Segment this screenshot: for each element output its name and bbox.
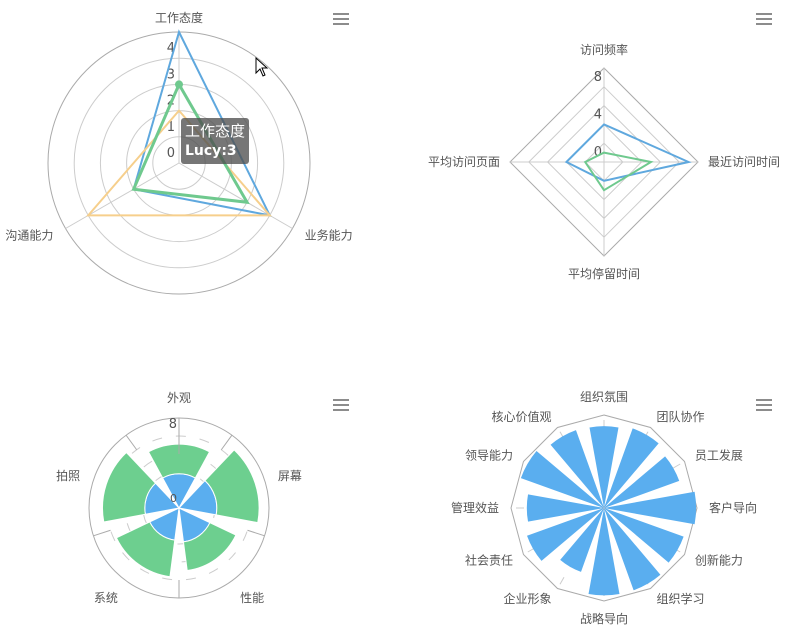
bar[interactable] <box>604 428 659 508</box>
bar-bar_green[interactable] <box>115 521 176 578</box>
category-label: 团队协作 <box>657 409 705 424</box>
mouse-cursor-icon <box>255 57 269 77</box>
tick-label: 8 <box>169 417 177 432</box>
category-label: 外观 <box>167 391 191 405</box>
tick-label: 0 <box>594 145 602 160</box>
bar-bar_green[interactable] <box>182 522 237 572</box>
bar-bar_green[interactable] <box>147 443 211 479</box>
tick-label: 0 <box>167 146 175 161</box>
bar[interactable] <box>550 430 604 508</box>
bar[interactable] <box>560 508 604 572</box>
bar-bar_green[interactable] <box>204 449 260 524</box>
indicator-label: 最近访问时间 <box>708 155 780 169</box>
tick-label: 4 <box>167 41 175 56</box>
axis-line <box>65 162 180 229</box>
category-label: 组织学习 <box>657 591 705 606</box>
tick-label: 4 <box>594 107 602 122</box>
chart4-menu-button[interactable] <box>756 399 772 412</box>
tick-label: 8 <box>594 70 602 85</box>
bar[interactable] <box>604 456 680 508</box>
category-label: 管理效益 <box>451 500 499 515</box>
axis-tick <box>125 434 138 451</box>
category-label: 性能 <box>240 591 264 605</box>
bar-bar_green[interactable] <box>102 451 157 523</box>
tick-label: 3 <box>167 67 175 82</box>
tick-label: 1 <box>167 120 175 135</box>
category-label: 客户导向 <box>709 500 757 515</box>
chart-tooltip: 工作态度 Lucy:3 <box>181 118 250 164</box>
tooltip-value: Lucy:3 <box>185 143 237 159</box>
category-label: 创新能力 <box>695 553 743 568</box>
category-label: 员工发展 <box>695 448 743 463</box>
tick-label: 0 <box>170 492 177 505</box>
indicator-label: 平均访问页面 <box>428 155 500 169</box>
category-label: 企业形象 <box>503 591 551 606</box>
series-green-line[interactable] <box>583 151 654 192</box>
category-label: 屏幕 <box>278 469 302 483</box>
bar[interactable] <box>520 450 604 508</box>
category-label: 系统 <box>94 591 118 605</box>
axis-tick <box>93 529 111 537</box>
axis-tick <box>247 529 265 537</box>
bar[interactable] <box>604 508 684 563</box>
indicator-label: 访问频率 <box>580 42 628 57</box>
axis-line <box>178 162 293 229</box>
outer-ring <box>510 414 698 602</box>
indicator-label: 平均停留时间 <box>568 266 640 281</box>
category-label: 战略导向 <box>580 611 628 626</box>
data-point[interactable] <box>175 80 183 89</box>
indicator-label: 沟通能力 <box>5 229 53 243</box>
chart3-menu-button[interactable] <box>333 399 349 412</box>
bar[interactable] <box>526 494 604 522</box>
indicator-label: 业务能力 <box>305 228 353 243</box>
chart1-menu-button[interactable] <box>333 13 349 26</box>
indicator-label: 工作态度 <box>155 10 203 25</box>
bar[interactable] <box>604 491 697 525</box>
category-label: 社会责任 <box>465 553 513 568</box>
bar[interactable] <box>604 508 661 591</box>
axis-tick <box>220 434 233 451</box>
bar[interactable] <box>526 508 604 561</box>
chart2-menu-button[interactable] <box>756 13 772 26</box>
series-blue-line[interactable] <box>564 123 692 182</box>
category-label: 拍照 <box>56 468 80 483</box>
category-label: 领导能力 <box>465 449 513 463</box>
bar[interactable] <box>588 508 620 596</box>
tooltip-title: 工作态度 <box>185 122 246 140</box>
category-label: 核心价值观 <box>491 409 551 424</box>
bar[interactable] <box>589 426 619 508</box>
category-label: 组织氛围 <box>580 390 628 404</box>
